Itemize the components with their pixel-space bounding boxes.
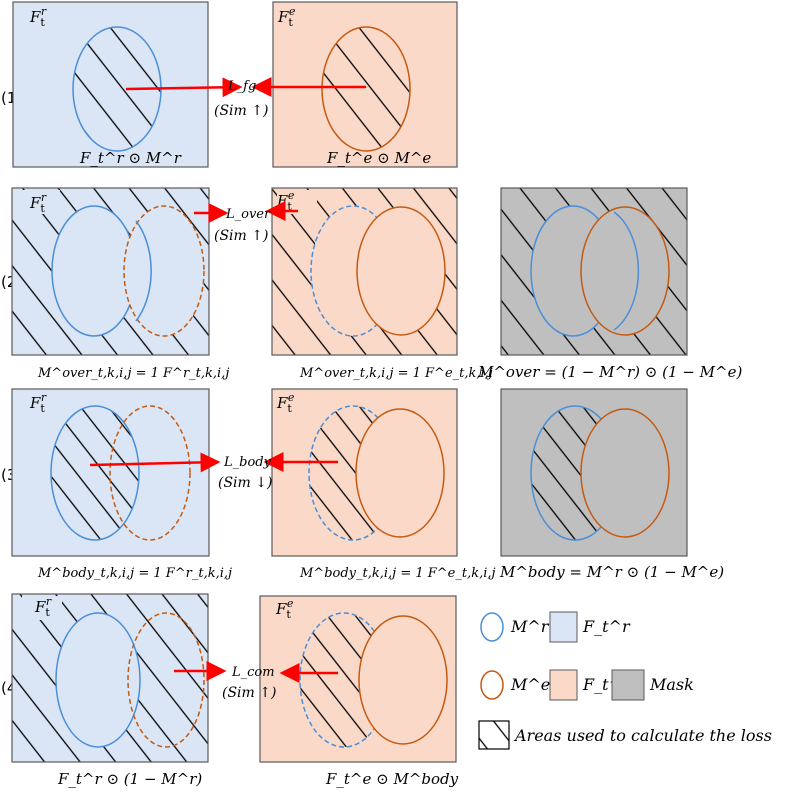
row4-edit-panel: Fte [259,595,457,763]
panel-title: Ftr [29,5,47,29]
legend-edit-mask-label: M^e [510,675,550,694]
edit-mask-ellipse-dashed [123,205,205,337]
ref-mask-ellipse [55,612,141,748]
row3-loss: L_body [223,455,272,470]
row4-loss: L_com [231,665,275,680]
legend-ref-feature-label: F_t^r [582,617,631,636]
row3-ref-caption: M^body_t,k,i,j = 1 F^r_t,k,i,j [37,566,232,581]
row2-sim: (Sim ↑) [214,228,268,244]
edit-mask-ellipse [356,206,446,336]
legend-mask-swatch [611,669,645,701]
row1-edit-panel: Fte [272,1,458,168]
row3-ref-panel: Ftr [11,388,210,557]
row3-edit-panel: Fte [271,388,458,557]
row3-ref-arrow [89,452,221,473]
panel-title: Ftr [34,595,52,619]
row2-loss: L_over [225,207,271,222]
legend-mask-label: Mask [649,675,694,694]
row1-sim: (Sim ↑) [214,103,268,119]
edit-mask-ellipse-dashed [127,612,205,748]
legend-hatch-label: Areas used to calculate the loss [513,726,772,745]
ref-mask-ellipse [50,405,140,541]
row2-ref-caption: M^over_t,k,i,j = 1 F^r_t,k,i,j [37,366,229,381]
row1-loss: L_fg [227,79,256,94]
row2-edit-panel: Fte [271,187,458,356]
row3-sim: (Sim ↓) [218,475,272,491]
panel-title: Fte [275,597,294,621]
row1-ref-panel: Ftr [12,1,209,168]
row2-edit-caption: M^over_t,k,i,j = 1 F^e_t,k,i,j [299,366,493,381]
row3-mask-caption: M^body = M^r ⊙ (1 − M^e) [499,563,724,581]
panel-title: Fte [277,5,296,29]
edit-mask-ellipse [358,615,448,745]
row3-edit-caption: M^body_t,k,i,j = 1 F^e_t,k,i,j [299,566,496,581]
legend-ref-feature-swatch [549,611,578,643]
edit-mask-ellipse [580,408,670,538]
legend-edit-feature-swatch [549,669,578,701]
ref-mask-ellipse [51,205,137,337]
legend-hatch-swatch [478,720,510,750]
edit-mask-ellipse [321,26,411,152]
row2-ref-panel: Ftr [11,187,210,356]
legend-ref-mask-swatch [480,612,504,642]
legend-ref-mask-label: M^r [510,617,550,636]
row4-edit-caption: F_t^e ⊙ M^body [325,770,459,788]
row2-mask-panel [500,187,688,356]
row4-sim: (Sim ↑) [222,685,276,701]
edit-mask-ellipse [580,206,670,336]
legend: M^r F_t^r M^e F_t^e Mask Areas used to c… [478,611,772,750]
row4-ref-caption: F_t^r ⊙ (1 − M^r) [57,770,202,788]
panel-title: Ftr [29,191,47,215]
edit-mask-ellipse [355,408,445,538]
panel-title: Fte [276,391,295,415]
row3-mask-panel [500,388,688,557]
panel-title: Ftr [29,391,47,415]
legend-edit-mask-swatch [480,670,504,700]
row1-ref-arrow [125,77,243,98]
row4-ref-panel: Ftr [11,593,209,763]
row1-edit-caption: F_t^e ⊙ M^e [326,149,431,167]
row1-ref-caption: F_t^r ⊙ M^r [79,149,182,167]
row2-mask-caption: M^over = (1 − M^r) ⊙ (1 − M^e) [477,363,742,381]
edit-mask-ellipse-dashed [109,405,191,541]
